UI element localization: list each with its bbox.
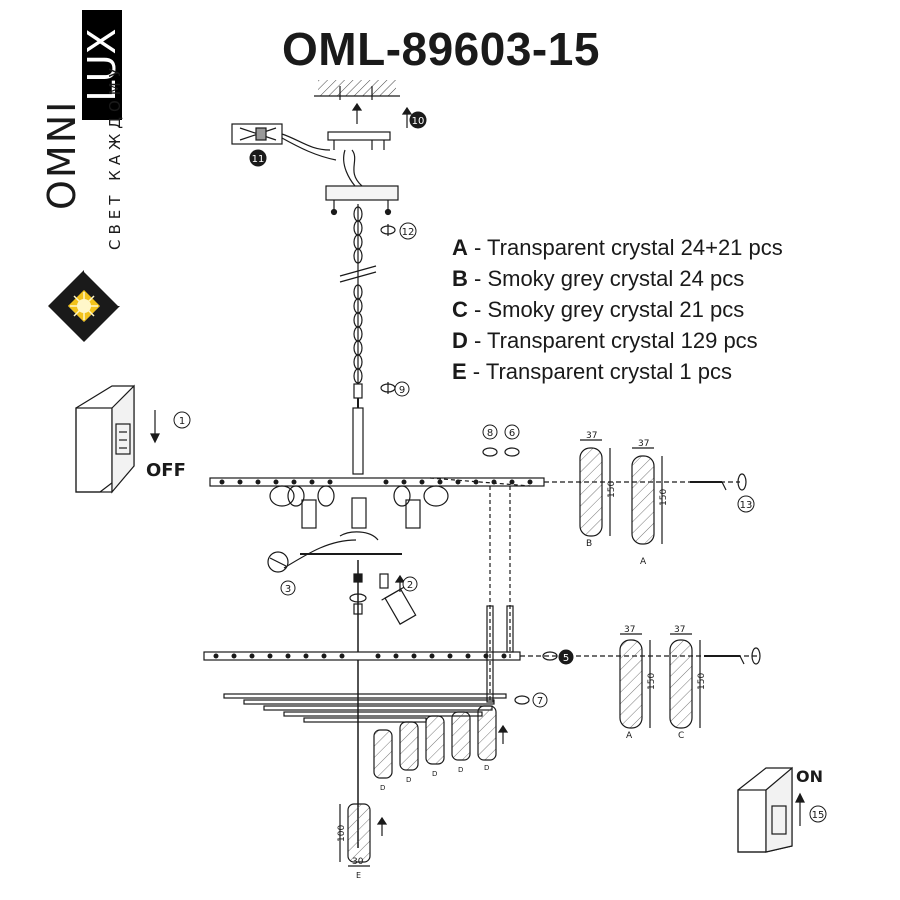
legend-row-c: C - Smoky grey crystal 21 pcs — [452, 297, 745, 322]
parts-legend: A - Transparent crystal 24+21 pcs B - Sm… — [452, 232, 783, 387]
page-title: OML-89603-15 — [282, 23, 600, 75]
svg-text:7: 7 — [537, 696, 543, 707]
svg-text:2: 2 — [407, 580, 413, 591]
svg-text:D: D — [380, 784, 385, 792]
step-badge-1: 1 — [173, 411, 191, 429]
svg-text:15: 15 — [812, 810, 825, 821]
svg-text:D: D — [484, 764, 489, 772]
svg-text:11: 11 — [252, 154, 265, 165]
svg-text:37: 37 — [638, 439, 649, 449]
svg-text:D: D — [432, 770, 437, 778]
legend-row-e: E - Transparent crystal 1 pcs — [452, 359, 733, 384]
lower-ring — [203, 651, 521, 661]
svg-text:150: 150 — [607, 481, 617, 498]
bulb-part — [381, 586, 417, 625]
step-badges: 1 2 3 5 6 7 8 9 10 11 12 13 15 — [173, 111, 827, 823]
switch-box-on — [737, 766, 805, 853]
step-badge-13: 13 — [737, 495, 755, 513]
svg-text:100: 100 — [337, 825, 347, 842]
step-badge-5: 5 — [558, 649, 574, 665]
legend-row-b: B - Smoky grey crystal 24 pcs — [452, 266, 745, 291]
crystal-details-upper — [544, 439, 747, 545]
svg-text:B: B — [586, 539, 592, 549]
step-badge-9: 9 — [394, 381, 410, 397]
e-crystal — [339, 803, 388, 867]
svg-text:8: 8 — [487, 428, 493, 439]
step-badge-2: 2 — [402, 576, 418, 592]
svg-text:12: 12 — [402, 227, 415, 238]
crystal-labels: 37 150 B 37 150 A 37 150 A 37 150 C D D … — [337, 431, 707, 880]
svg-text:37: 37 — [624, 625, 635, 635]
crystal-details-lower — [520, 633, 761, 729]
svg-text:150: 150 — [659, 489, 669, 506]
svg-text:1: 1 — [179, 416, 185, 427]
svg-text:5: 5 — [563, 653, 569, 664]
svg-text:37: 37 — [586, 431, 597, 441]
mounting-plate — [325, 131, 399, 216]
legend-row-a: A - Transparent crystal 24+21 pcs — [452, 235, 783, 260]
svg-text:A: A — [626, 731, 633, 741]
upper-ring — [209, 477, 545, 487]
chain — [339, 204, 377, 399]
switch-box-off — [75, 384, 160, 494]
svg-text:6: 6 — [509, 428, 515, 439]
brand-diamond-icon — [48, 270, 120, 342]
wire-connector — [231, 123, 337, 161]
step-badge-10: 10 — [409, 111, 427, 129]
step-badge-3: 3 — [280, 580, 296, 596]
lamp-holders — [269, 485, 449, 529]
svg-text:C: C — [678, 731, 684, 741]
step-badge-7: 7 — [532, 692, 548, 708]
switch-on-label: ON — [796, 767, 823, 786]
svg-text:150: 150 — [647, 673, 657, 690]
svg-text:A: A — [640, 557, 647, 567]
svg-text:D: D — [406, 776, 411, 784]
switch-off-label: OFF — [146, 460, 186, 481]
d-crystals — [373, 705, 509, 779]
svg-text:13: 13 — [740, 500, 753, 511]
svg-text:3: 3 — [285, 584, 291, 595]
svg-text:30: 30 — [352, 857, 364, 867]
step-badge-15: 15 — [809, 805, 827, 823]
step-badge-6: 6 — [504, 424, 520, 440]
ceiling — [314, 80, 413, 128]
svg-text:E: E — [356, 871, 361, 880]
svg-text:37: 37 — [674, 625, 685, 635]
step-badge-8: 8 — [482, 424, 498, 440]
step-badge-11: 11 — [249, 149, 267, 167]
svg-text:10: 10 — [412, 116, 425, 127]
legend-row-d: D - Transparent crystal 129 pcs — [452, 328, 758, 353]
svg-text:150: 150 — [697, 673, 707, 690]
step-badge-12: 12 — [399, 222, 417, 240]
svg-text:9: 9 — [399, 385, 405, 396]
center-hub — [267, 531, 402, 848]
svg-text:D: D — [458, 766, 463, 774]
